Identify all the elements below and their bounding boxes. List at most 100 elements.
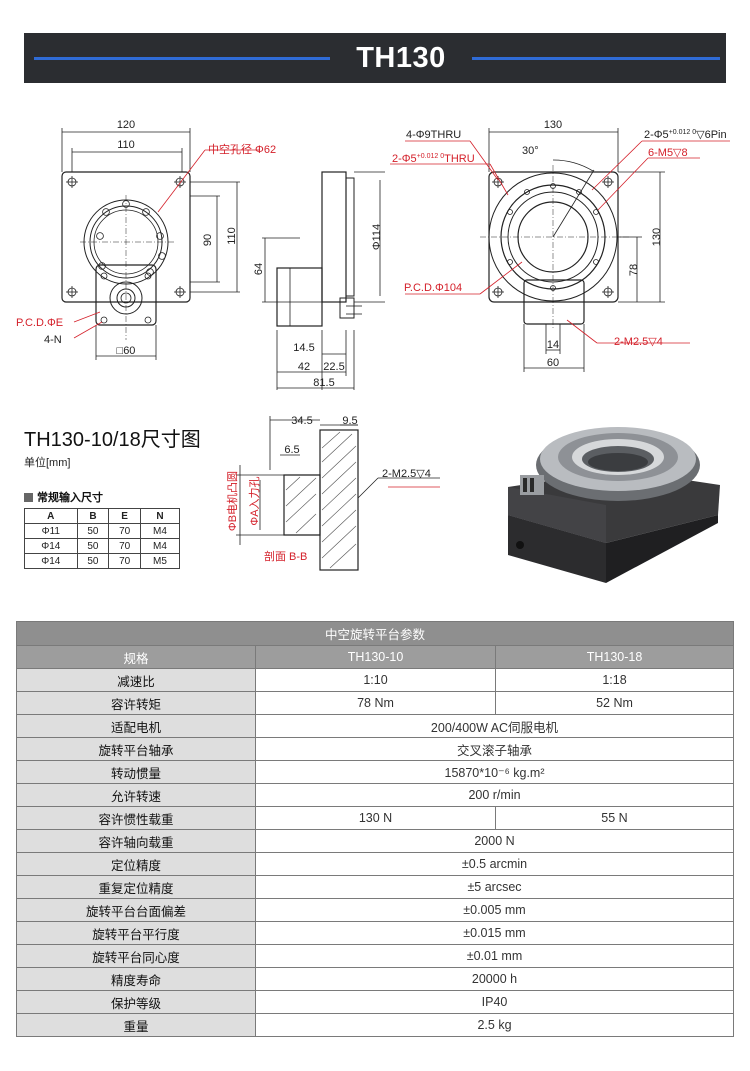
pin-thru-label: 2-Φ5+0.012 0THRU bbox=[392, 153, 475, 165]
table-cell: 70 bbox=[108, 553, 141, 569]
dimension-drawings: 120 110 中空孔径 Φ62 90 110 64 P.C.D.ΦE 4-N … bbox=[16, 119, 730, 571]
input-table-title-text: 常规输入尺寸 bbox=[37, 492, 103, 504]
table-cell: 70 bbox=[108, 538, 141, 554]
spec-value: ±5 arcsec bbox=[255, 875, 734, 899]
spec-value: 2000 N bbox=[255, 829, 734, 853]
dim-h78: 78 bbox=[628, 264, 640, 276]
table-cell: 70 bbox=[108, 523, 141, 539]
drawing-subtitle: TH130-10/18尺寸图 bbox=[24, 429, 201, 451]
dim-6-5: 6.5 bbox=[284, 444, 299, 456]
spec-value: ±0.005 mm bbox=[255, 898, 734, 922]
title-bar: TH130 bbox=[24, 33, 726, 83]
dim-h110: 110 bbox=[226, 227, 238, 245]
dim-h64: 64 bbox=[253, 263, 265, 275]
table-row: 适配电机 200/400W AC伺服电机 bbox=[16, 714, 734, 738]
m25-holes-label: 2-M2.5▽4 bbox=[614, 336, 663, 348]
spec-value: 55 N bbox=[495, 806, 734, 830]
pin-thru-tolerance: +0.012 0 bbox=[417, 153, 445, 160]
spec-label: 容许惯性载重 bbox=[16, 806, 256, 830]
spec-value: 15870*10⁻⁶ kg.m² bbox=[255, 760, 734, 784]
phi-b-label: ΦB电机凸圆 bbox=[225, 471, 239, 531]
table-row: 旋转平台平行度 ±0.015 mm bbox=[16, 921, 734, 945]
table-row: 减速比 1:10 1:18 bbox=[16, 668, 734, 692]
table-row: 容许转矩 78 Nm 52 Nm bbox=[16, 691, 734, 715]
table-row: 定位精度 ±0.5 arcmin bbox=[16, 852, 734, 876]
legend-square-icon bbox=[24, 493, 33, 502]
spec-label: 重量 bbox=[16, 1013, 256, 1037]
table-row: Φ14 50 70 M4 bbox=[24, 538, 181, 554]
dim-w110: 110 bbox=[117, 139, 135, 151]
table-cell: Φ14 bbox=[24, 538, 78, 554]
pin6-label: 2-Φ5+0.012 0▽6Pin bbox=[644, 129, 727, 141]
dim-14: 14 bbox=[547, 339, 559, 351]
hollow-diameter-label: 中空孔径 Φ62 bbox=[208, 142, 276, 156]
dim-sq60: □60 bbox=[117, 345, 136, 357]
table-row: Φ14 50 70 M5 bbox=[24, 553, 181, 569]
dim-81-5: 81.5 bbox=[313, 377, 334, 389]
table-row: 允许转速 200 r/min bbox=[16, 783, 734, 807]
spec-value: ±0.01 mm bbox=[255, 944, 734, 968]
pin6-tolerance: +0.012 0 bbox=[669, 129, 697, 136]
table-cell: 50 bbox=[76, 538, 110, 554]
spec-header-row: 规格 TH130-10 TH130-18 bbox=[16, 645, 734, 669]
dim-h90: 90 bbox=[202, 234, 214, 246]
pin6-text: 2-Φ5 bbox=[644, 129, 669, 141]
spec-header-model-18: TH130-18 bbox=[495, 645, 734, 669]
spec-value: 200/400W AC伺服电机 bbox=[255, 714, 734, 738]
table-cell: 50 bbox=[76, 523, 110, 539]
col-header: E bbox=[108, 508, 141, 524]
dim-h130: 130 bbox=[651, 228, 663, 246]
page-title: TH130 bbox=[356, 42, 446, 74]
product-photo bbox=[508, 427, 720, 583]
m5-holes-label: 6-M5▽8 bbox=[648, 147, 688, 159]
section-bb-label: 剖面 B-B bbox=[264, 549, 307, 563]
table-cell: M4 bbox=[139, 538, 181, 554]
angle-30-label: 30° bbox=[522, 145, 539, 157]
pcd-e-label: P.C.D.ΦE bbox=[16, 317, 63, 329]
spec-caption-row: 中空旋转平台参数 bbox=[16, 621, 734, 646]
table-row: 重量 2.5 kg bbox=[16, 1013, 734, 1037]
spec-label: 容许转矩 bbox=[16, 691, 256, 715]
spec-label: 允许转速 bbox=[16, 783, 256, 807]
table-header-row: A B E N bbox=[24, 508, 181, 524]
table-row: 旋转平台台面偏差 ±0.005 mm bbox=[16, 898, 734, 922]
dim-22-5: 22.5 bbox=[323, 361, 344, 373]
spec-value: 2.5 kg bbox=[255, 1013, 734, 1037]
dim-42: 42 bbox=[298, 361, 310, 373]
spec-label: 旋转平台台面偏差 bbox=[16, 898, 256, 922]
title-rule-right bbox=[472, 57, 720, 60]
col-header: A bbox=[24, 508, 78, 524]
input-dimensions-table: A B E N Φ11 50 70 M4 Φ14 50 70 M4 Φ14 50… bbox=[24, 508, 181, 569]
spec-value: ±0.015 mm bbox=[255, 921, 734, 945]
spec-value: 78 Nm bbox=[255, 691, 496, 715]
table-cell: M5 bbox=[139, 553, 181, 569]
thru-holes-label: 4-Φ9THRU bbox=[406, 129, 461, 141]
n-holes-label: 4-N bbox=[44, 334, 62, 346]
pin6-suffix: ▽6Pin bbox=[696, 129, 726, 141]
col-header: N bbox=[139, 508, 181, 524]
pin-thru-text: 2-Φ5 bbox=[392, 153, 417, 165]
table-row: 转动惯量 15870*10⁻⁶ kg.m² bbox=[16, 760, 734, 784]
table-cell: Φ14 bbox=[24, 553, 78, 569]
spec-caption: 中空旋转平台参数 bbox=[16, 621, 734, 646]
spec-value: 52 Nm bbox=[495, 691, 734, 715]
spec-label: 容许轴向载重 bbox=[16, 829, 256, 853]
spec-value: IP40 bbox=[255, 990, 734, 1014]
spec-value: 1:18 bbox=[495, 668, 734, 692]
spec-header-model-10: TH130-10 bbox=[255, 645, 496, 669]
table-row: 保护等级 IP40 bbox=[16, 990, 734, 1014]
spec-value: 130 N bbox=[255, 806, 496, 830]
spec-label: 旋转平台同心度 bbox=[16, 944, 256, 968]
dim-phi114: Φ114 bbox=[371, 224, 383, 250]
dim-w130: 130 bbox=[544, 119, 562, 131]
spec-label: 减速比 bbox=[16, 668, 256, 692]
table-cell: 50 bbox=[76, 553, 110, 569]
spec-label: 适配电机 bbox=[16, 714, 256, 738]
title-rule-left bbox=[34, 57, 330, 60]
phi-a-label: ΦA入力孔 bbox=[248, 476, 261, 525]
spec-header-label: 规格 bbox=[16, 645, 256, 669]
dim-w120: 120 bbox=[117, 119, 135, 131]
table-row: Φ11 50 70 M4 bbox=[24, 523, 181, 539]
spec-label: 转动惯量 bbox=[16, 760, 256, 784]
spec-label: 定位精度 bbox=[16, 852, 256, 876]
